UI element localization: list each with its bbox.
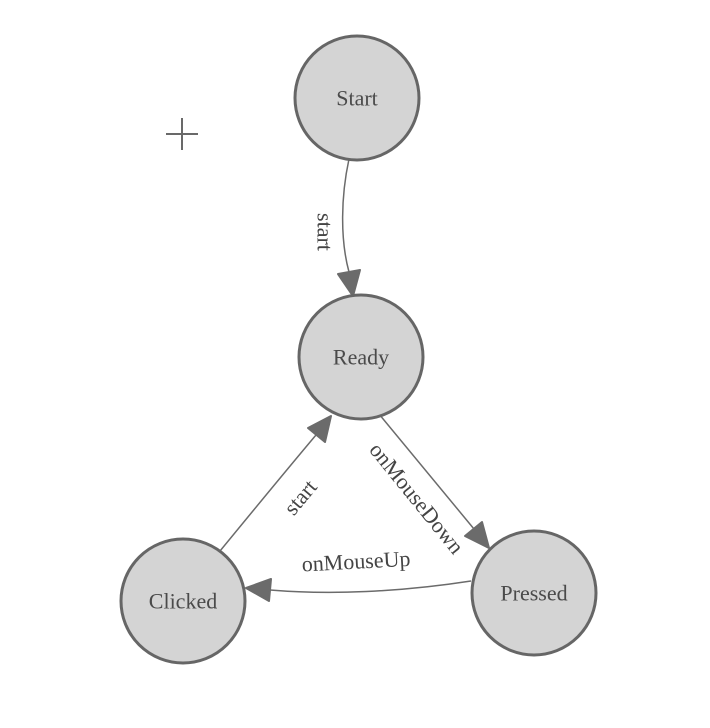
transition-path[interactable]: [341, 158, 350, 273]
clicked-node[interactable]: Clicked: [119, 537, 247, 665]
ready-node[interactable]: Ready: [297, 293, 425, 421]
transition-path[interactable]: [378, 413, 475, 530]
state-circle[interactable]: [293, 34, 421, 162]
arrowhead-icon: [464, 521, 490, 549]
transition-label[interactable]: start: [278, 475, 322, 520]
arrowhead-icon: [307, 415, 332, 443]
edge-pressed-to-clicked[interactable]: onMouseUp: [245, 546, 472, 602]
transition-label[interactable]: onMouseDown: [364, 438, 469, 559]
arrowhead-icon: [245, 578, 272, 602]
arrowhead-icon: [337, 269, 361, 297]
edge-clicked-to-ready[interactable]: start: [219, 415, 332, 552]
pressed-node[interactable]: Pressed: [470, 529, 598, 657]
edge-start-to-ready[interactable]: start: [312, 158, 361, 297]
state-circle[interactable]: [297, 293, 425, 421]
start-node[interactable]: Start: [293, 34, 421, 162]
state-circle[interactable]: [470, 529, 598, 657]
transition-label[interactable]: start: [312, 213, 337, 251]
transition-path[interactable]: [219, 434, 317, 552]
plus-cross-icon: [166, 118, 198, 150]
transition-label[interactable]: onMouseUp: [301, 546, 411, 577]
state-circle[interactable]: [119, 537, 247, 665]
transition-path[interactable]: [269, 580, 472, 594]
edge-ready-to-pressed[interactable]: onMouseDown: [364, 413, 490, 559]
